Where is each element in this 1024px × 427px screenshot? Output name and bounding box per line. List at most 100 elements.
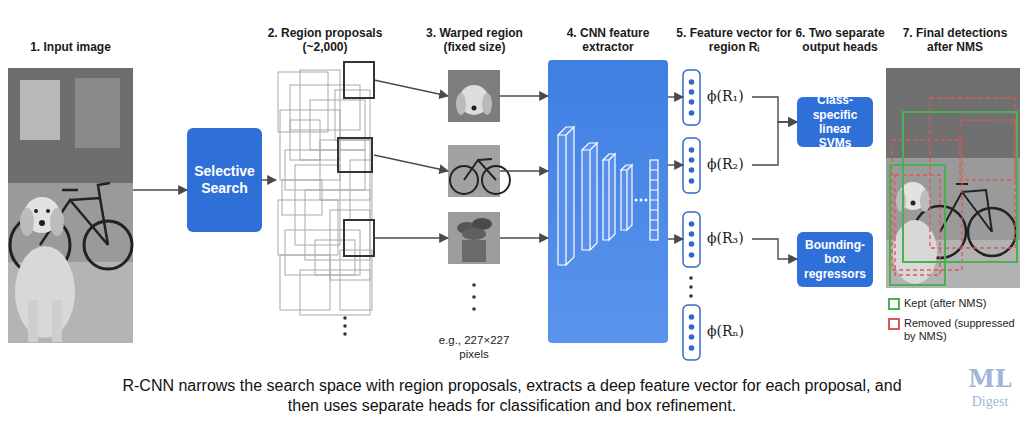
cnn-block: 4. CNN feature extractor xyxy=(548,60,668,343)
feature-dot xyxy=(689,314,695,320)
removed-box xyxy=(930,98,1015,248)
flow-arrow xyxy=(752,122,797,165)
step-heading: 6. Two separate output heads xyxy=(792,26,888,55)
feature-dot xyxy=(689,221,695,227)
selected-proposal xyxy=(344,220,374,256)
proposal-boxes xyxy=(278,70,372,315)
connector-group xyxy=(133,80,797,259)
ellipsis-dots xyxy=(689,276,693,280)
warped-image xyxy=(462,228,486,240)
ellipsis-dots xyxy=(635,199,638,202)
input-photo xyxy=(8,262,133,343)
output-photo xyxy=(911,201,916,206)
proposal-boxes xyxy=(290,85,360,130)
warped-image xyxy=(448,70,510,264)
input-photo xyxy=(8,68,133,183)
proposal-boxes xyxy=(310,100,365,150)
proposal-boxes xyxy=(315,240,355,275)
step-heading: 7. Final detections after NMS xyxy=(889,26,1021,55)
flow-arrow xyxy=(752,239,797,259)
feature-group: 5. Feature vector for region Rᵢϕ(R₁)ϕ(R₂… xyxy=(680,68,752,363)
proposal-boxes xyxy=(340,250,372,310)
feature-dot xyxy=(689,252,695,258)
proposal-boxes xyxy=(285,230,360,275)
input-photo xyxy=(8,68,133,343)
ellipsis-dots xyxy=(640,199,643,202)
ellipsis-dots xyxy=(689,285,693,289)
removed-box xyxy=(892,140,962,270)
step-heading: 5. Feature vector for region Rᵢ xyxy=(674,26,794,55)
proposal-boxes xyxy=(280,255,330,310)
feature-dot xyxy=(689,147,695,153)
box-label: Class-specific linear SVMs xyxy=(797,97,873,147)
flow-arrow xyxy=(374,237,448,238)
proposal-boxes xyxy=(335,90,370,140)
feature-dot xyxy=(689,324,695,330)
warped-image xyxy=(464,159,496,180)
feature-dot xyxy=(689,241,695,247)
flow-arrow xyxy=(500,95,548,96)
cnn-layer xyxy=(603,154,615,240)
output-head-group: 6. Two separate output headsClass-specif… xyxy=(790,60,880,300)
proposal-boxes xyxy=(285,150,365,190)
cnn-layer xyxy=(558,127,574,265)
svm-box: Class-specific linear SVMs xyxy=(797,97,873,147)
vector-label: ϕ(Rₙ) xyxy=(707,323,753,340)
feature-dot xyxy=(689,178,695,184)
proposal-group: 2. Region proposals (~2,000) xyxy=(276,68,374,330)
kept-box xyxy=(890,112,1017,285)
removed-box xyxy=(895,175,940,275)
proposal-boxes xyxy=(320,140,370,200)
vector-label: ϕ(R₃) xyxy=(707,230,753,247)
input-photo xyxy=(20,80,60,140)
input-photo xyxy=(39,220,45,226)
feature-vector-bar xyxy=(683,305,700,360)
warped-image xyxy=(448,212,500,264)
selected-proposal xyxy=(338,62,374,256)
kept-box xyxy=(903,112,1017,262)
input-photo xyxy=(15,246,75,338)
flow-arrow xyxy=(668,164,683,165)
selected-proposal xyxy=(338,138,372,172)
output-photo xyxy=(886,240,1020,288)
warped-image xyxy=(462,240,486,262)
ellipsis-dots xyxy=(343,324,347,328)
input-photo xyxy=(20,208,34,236)
warped-image xyxy=(457,222,477,234)
flow-arrow xyxy=(668,96,683,97)
feature-dot xyxy=(689,167,695,173)
ellipsis-dots xyxy=(343,276,693,336)
removed-box xyxy=(960,120,1015,180)
warped-image xyxy=(448,145,500,197)
legend-text: Kept (after NMS) xyxy=(904,297,1020,310)
output-photo xyxy=(886,68,1020,288)
output-photo xyxy=(899,182,927,210)
flow-arrow xyxy=(752,97,797,122)
legend-swatch xyxy=(888,318,900,330)
warped-region-group: 3. Warped region (fixed size)e.g., 227×2… xyxy=(448,70,500,264)
flow-arrow xyxy=(668,238,683,239)
input-photo xyxy=(24,197,60,233)
cnn-layer xyxy=(650,170,658,230)
proposal-boxes xyxy=(280,110,340,180)
proposal-boxes xyxy=(278,72,328,132)
proposal-boxes xyxy=(290,120,320,160)
ellipsis-dots xyxy=(343,332,347,336)
ellipsis-dots xyxy=(472,295,476,299)
feature-vector-bar xyxy=(683,70,700,125)
feature-dot xyxy=(689,231,695,237)
removed-box xyxy=(892,98,1015,275)
image-panel: 1. Input image xyxy=(8,68,133,343)
input-photo xyxy=(75,78,120,148)
cnn-layer xyxy=(650,160,658,240)
input-photo xyxy=(52,300,62,342)
warped-image xyxy=(450,166,478,194)
input-photo xyxy=(34,209,38,213)
input-photo xyxy=(10,215,70,275)
feature-vector: ϕ(R₃) xyxy=(683,212,752,267)
ellipsis-dots xyxy=(645,199,648,202)
input-photo xyxy=(8,68,133,343)
feature-vector-bar xyxy=(683,212,700,267)
